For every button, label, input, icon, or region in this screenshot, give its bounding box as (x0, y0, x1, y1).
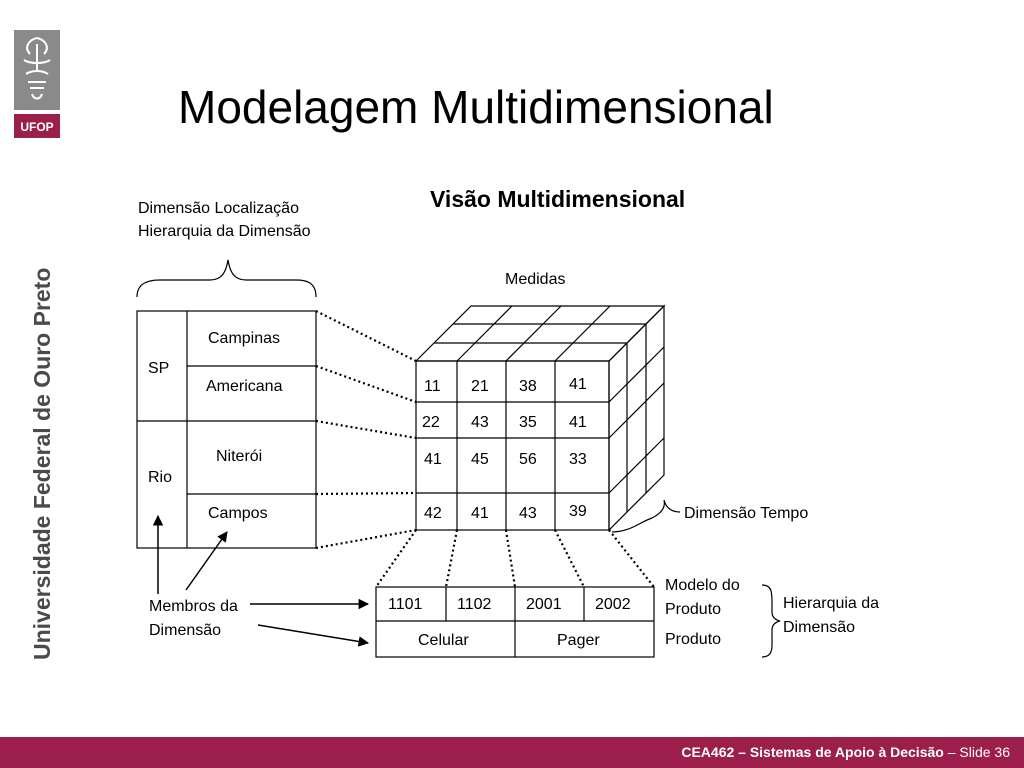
cube-value: 41 (569, 376, 587, 393)
measures-label: Medidas (505, 271, 565, 288)
cube-value: 22 (422, 414, 440, 431)
footer-bar (0, 737, 1024, 768)
product-model-label-1: Modelo do (665, 577, 740, 594)
cube-value: 35 (519, 414, 537, 431)
university-sidebar-text: Universidade Federal de Ouro Preto (29, 268, 55, 660)
product-model: 1102 (457, 596, 492, 613)
footer-slide-number: – Slide 36 (947, 744, 1010, 760)
cube-value: 42 (424, 505, 442, 522)
cube-value: 43 (471, 414, 489, 431)
city-campos: Campos (208, 505, 268, 522)
cube-value: 33 (569, 451, 587, 468)
footer-course: CEA462 – Sistemas de Apoio à Decisão (681, 744, 944, 760)
product-model: 1101 (388, 596, 423, 613)
product-hierarchy-brace (761, 584, 781, 658)
location-dimension-title-1: Dimensão Localização (138, 200, 299, 217)
city-americana: Americana (206, 378, 283, 395)
product-model: 2001 (526, 596, 562, 613)
cube-value: 39 (569, 503, 587, 520)
cube-value: 41 (471, 505, 489, 522)
arrow-to-city (185, 531, 228, 591)
cube-value: 21 (471, 378, 489, 395)
product-model: 2002 (595, 596, 631, 613)
product-label: Produto (665, 631, 721, 648)
location-table (136, 310, 317, 549)
cube-values: 11 21 38 41 22 43 35 41 41 45 56 33 42 4… (422, 376, 587, 522)
location-brace (136, 259, 317, 298)
cube-value: 56 (519, 451, 537, 468)
cube-value: 38 (519, 378, 537, 395)
cube-value: 41 (424, 451, 442, 468)
city-niteroi: Niterói (216, 448, 262, 465)
product-table (375, 586, 655, 658)
location-connectors (315, 310, 417, 550)
state-sp: SP (148, 360, 169, 377)
state-rio: Rio (148, 469, 172, 486)
city-campinas: Campinas (208, 330, 280, 347)
location-dimension-title-2: Hierarquia da Dimensão (138, 223, 311, 240)
logo-label: UFOP (20, 120, 53, 134)
cube-value: 11 (424, 378, 441, 395)
slide-subtitle: Visão Multidimensional (430, 186, 686, 212)
product-model-label-2: Produto (665, 601, 721, 618)
members-label-1: Membros da (149, 598, 238, 615)
product-connectors (375, 529, 655, 588)
member-arrows (152, 514, 370, 647)
cube-value: 45 (471, 451, 489, 468)
university-name: Universidade Federal de Ouro Preto (29, 268, 55, 660)
product-pager: Pager (557, 632, 600, 649)
cube-value: 43 (519, 505, 537, 522)
ufop-logo: UFOP (14, 30, 60, 138)
product-hierarchy-label-2: Dimensão (783, 619, 855, 636)
members-label-2: Dimensão (149, 622, 221, 639)
product-hierarchy-label-1: Hierarquia da (783, 595, 879, 612)
time-brace (611, 499, 681, 533)
product-celular: Celular (418, 632, 469, 649)
time-dimension-label: Dimensão Tempo (684, 505, 808, 522)
cube-value: 41 (569, 414, 587, 431)
arrow-to-product (257, 624, 370, 647)
footer-text: CEA462 – Sistemas de Apoio à Decisão – S… (681, 744, 1010, 760)
data-cube (414, 304, 666, 532)
slide-title: Modelagem Multidimensional (178, 81, 774, 133)
